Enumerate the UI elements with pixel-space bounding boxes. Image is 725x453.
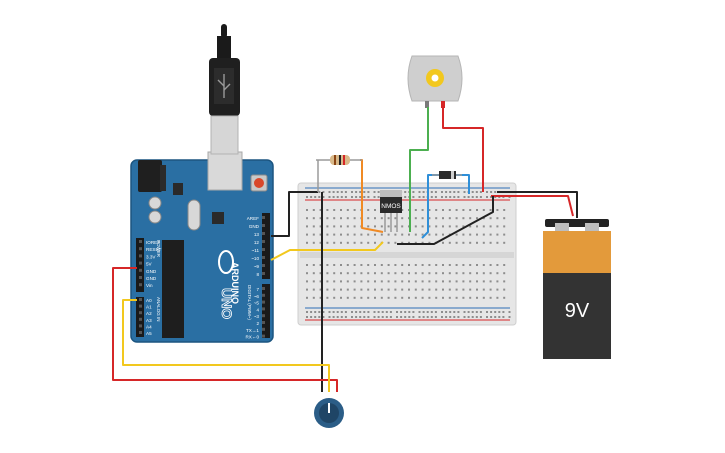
- wire-blue: [421, 174, 470, 239]
- arduino-model: UNO: [219, 288, 235, 319]
- power-label-0: IOREF: [146, 240, 160, 245]
- barrel-jack: [138, 160, 162, 192]
- digital-label-bottom-pin-2[interactable]: [262, 300, 265, 304]
- analog-label-2: A2: [146, 311, 152, 316]
- wire-gnd-arduino: [271, 191, 318, 237]
- power-label-3: 5V: [146, 262, 153, 267]
- power-label-pin-2[interactable]: [139, 254, 142, 258]
- digital-label-bottom-0: 7: [256, 287, 259, 292]
- digital-label-top-1: GND: [249, 224, 260, 229]
- digital-label-bottom-pin-7[interactable]: [262, 334, 265, 338]
- power-label-2: 3.3V: [146, 254, 156, 259]
- digital-label-top-pin-5[interactable]: [262, 256, 265, 259]
- digital-label-bottom-pin-1[interactable]: [262, 293, 265, 297]
- atmega-chip: [162, 240, 184, 338]
- power-header[interactable]: IOREF RESET 3.3V 5V GND GND Vin: [139, 240, 162, 288]
- digital-label-top-5: ~10: [251, 256, 259, 261]
- digital-label-bottom-4: ~3: [254, 314, 260, 319]
- analog-label-4: A4: [146, 324, 152, 329]
- analog-label-1: A1: [146, 305, 152, 310]
- power-label-pin-3[interactable]: [139, 261, 142, 265]
- battery-label: 9V: [565, 300, 590, 322]
- digital-label-top-pin-3[interactable]: [262, 240, 265, 243]
- arduino-logo-icon: [218, 250, 234, 274]
- digital-label-bottom-pin-3[interactable]: [262, 307, 265, 311]
- digital-label-top-0: AREF: [247, 216, 259, 221]
- digital-label-bottom-pin-6[interactable]: [262, 327, 265, 331]
- analog-label-pin-4[interactable]: [139, 324, 142, 328]
- power-label-pin-5[interactable]: [139, 276, 142, 279]
- digital-label-top-pin-1[interactable]: [262, 224, 265, 227]
- battery-9v[interactable]: 9V: [543, 219, 611, 359]
- digital-label-bottom-pin-4[interactable]: [262, 314, 265, 318]
- digital-label-bottom-pin-5[interactable]: [262, 321, 265, 324]
- digital-label-top-pin-7[interactable]: [262, 272, 265, 275]
- diode[interactable]: [432, 171, 462, 179]
- usb-cable[interactable]: [209, 24, 240, 155]
- usb-port: [207, 151, 243, 191]
- arduino-brand: ARDUINO: [230, 262, 240, 304]
- power-label-pin-6[interactable]: [139, 283, 142, 287]
- power-label-pin-1[interactable]: [139, 247, 142, 251]
- transistor-label: NMOS: [381, 203, 401, 210]
- wire-a0-yellow: [122, 299, 330, 392]
- digital-label-top-7: 8: [256, 272, 259, 277]
- analog-label-pin-2[interactable]: [139, 311, 142, 315]
- nmos-transistor[interactable]: NMOS: [380, 190, 402, 232]
- power-label-pin-0[interactable]: [139, 240, 142, 243]
- analog-title: ANALOG IN: [156, 297, 161, 322]
- digital-label-top-6: ~9: [254, 264, 260, 269]
- digital-label-bottom-6: TX→1: [246, 328, 259, 333]
- arduino-board[interactable]: AREF GND 13 12 ~11 ~10 ~9 8 7 ~6 ~54 ~3 2TX→1RX←0 I…: [130, 151, 274, 343]
- digital-header-top[interactable]: AREF GND 13 12 ~11 ~10 ~9 8: [247, 216, 265, 277]
- potentiometer[interactable]: [314, 398, 344, 428]
- digital-label-top-pin-4[interactable]: [262, 248, 265, 251]
- digital-label-top-4: ~11: [252, 248, 260, 253]
- dc-motor[interactable]: [407, 55, 463, 108]
- breadboard[interactable]: [297, 182, 517, 326]
- analog-label-pin-0[interactable]: [139, 298, 142, 301]
- analog-label-pin-5[interactable]: [139, 331, 142, 334]
- wire-gnd-battery: [497, 191, 578, 218]
- wire-motor-red: [442, 107, 484, 192]
- digital-label-top-3: 12: [254, 240, 260, 245]
- analog-label-pin-3[interactable]: [139, 317, 142, 321]
- wire-yellow-pwm: [270, 241, 384, 261]
- power-label-pin-4[interactable]: [139, 268, 142, 272]
- power-label-5: GND: [146, 276, 157, 281]
- power-label-1: RESET: [146, 247, 162, 252]
- digital-label-bottom-3: 4: [256, 307, 259, 312]
- usb-icon: [217, 74, 231, 98]
- wire-battery-red: [491, 195, 574, 217]
- digital-label-top-pin-0[interactable]: [262, 216, 265, 219]
- power-label-6: Vin: [146, 283, 153, 288]
- analog-label-pin-1[interactable]: [139, 304, 142, 308]
- digital-label-bottom-pin-0[interactable]: [262, 287, 265, 290]
- digital-label: DIGITAL (PWM~): [247, 285, 252, 320]
- digital-label-top-pin-6[interactable]: [262, 264, 265, 267]
- power-title: POWER: [156, 240, 161, 258]
- digital-label-bottom-7: RX←0: [245, 335, 259, 340]
- reset-button[interactable]: [254, 178, 264, 188]
- analog-label-3: A3: [146, 318, 152, 323]
- digital-label-top-2: 13: [254, 232, 260, 237]
- digital-label-bottom-1: ~6: [254, 294, 260, 299]
- breadboard-holes[interactable]: [306, 191, 511, 318]
- wire-black-diagonal: [397, 196, 494, 245]
- digital-label-bottom-2: ~5: [254, 301, 260, 306]
- wire-motor-green: [409, 107, 429, 232]
- wire-5v-red: [112, 267, 338, 392]
- digital-header-bottom[interactable]: 7 ~6 ~54 ~3 2TX→1RX←0: [245, 287, 265, 340]
- wires[interactable]: [112, 107, 578, 392]
- analog-label-0: A0: [146, 298, 152, 303]
- digital-label-bottom-5: 2: [256, 321, 259, 326]
- resistor[interactable]: [316, 155, 362, 192]
- power-label-4: GND: [146, 269, 157, 274]
- digital-label-top-pin-2[interactable]: [262, 232, 265, 235]
- analog-label-5: A5: [146, 331, 152, 336]
